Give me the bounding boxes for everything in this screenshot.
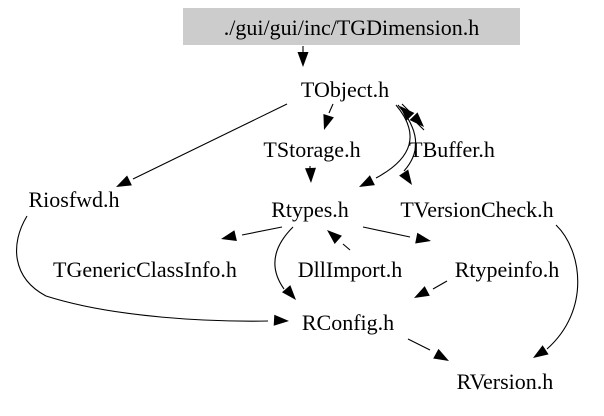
arrowhead-icon: [414, 286, 430, 298]
edge-riosfwd-h-to-rconfig-h: [16, 215, 289, 326]
node-label: Riosfwd.h: [28, 187, 119, 212]
edge-line: [416, 122, 425, 131]
node-rtypes-h[interactable]: Rtypes.h: [271, 197, 349, 222]
edge-line: [241, 226, 283, 236]
arrowhead-icon: [400, 106, 415, 121]
node-label: TObject.h: [301, 77, 389, 102]
edge-line: [407, 338, 431, 351]
node-dllimport-h[interactable]: DllImport.h: [298, 257, 403, 282]
edge-tobject-h-to-riosfwd-h: [116, 103, 288, 187]
edge-tbuffer-h-to-tobject-h: [400, 106, 425, 131]
node-label: TGenericClassInfo.h: [53, 257, 237, 282]
edge-rconfig-h-to-rversion-h: [407, 338, 449, 361]
edge-tobject-h-to-rtypes-h: [359, 104, 411, 187]
node-label: TStorage.h: [263, 137, 360, 162]
edge-tobject-h-to-tstorage-h: [323, 103, 334, 130]
arrowhead-icon: [533, 345, 549, 358]
node-label: RVersion.h: [457, 369, 554, 394]
edge-line: [362, 226, 411, 238]
current-file-highlight: [183, 8, 520, 45]
edge-rtypes-h-to-rconfig-h: [274, 226, 296, 300]
arrowhead-icon: [399, 169, 412, 185]
edge-rtypeinfo-h-to-rconfig-h: [414, 280, 448, 298]
node-tversioncheck-h[interactable]: TVersionCheck.h: [400, 197, 553, 222]
arrowhead-icon: [116, 175, 132, 187]
node-tstorage-h[interactable]: TStorage.h: [263, 137, 360, 162]
arrowhead-icon: [282, 285, 296, 300]
arrowhead-icon: [297, 52, 309, 67]
node-label: ./gui/gui/inc/TGDimension.h: [224, 15, 479, 40]
node-tgenericclassinfo-h[interactable]: TGenericClassInfo.h: [53, 257, 237, 282]
node-rtypeinfo-h[interactable]: Rtypeinfo.h: [455, 257, 560, 282]
arrowhead-icon: [359, 175, 375, 187]
edge-rtypes-h-to-rtypeinfo-h: [362, 226, 431, 244]
arrowhead-icon: [433, 348, 449, 361]
node-label: DllImport.h: [298, 257, 403, 282]
arrowhead-icon: [273, 314, 289, 326]
node-gui-gui-inc-tgdimension-h: ./gui/gui/inc/TGDimension.h: [183, 8, 520, 45]
edge-line: [546, 224, 579, 350]
arrowhead-icon: [409, 112, 424, 127]
edge-line: [342, 243, 351, 251]
edge-rtypes-h-to-tgenericclassinfo-h: [221, 226, 283, 241]
node-rconfig-h[interactable]: RConfig.h: [302, 310, 394, 335]
edge-dllimport-h-to-rtypes-h: [327, 230, 351, 251]
edge-line: [397, 104, 417, 172]
node-tobject-h[interactable]: TObject.h: [301, 77, 389, 102]
node-rversion-h[interactable]: RVersion.h: [457, 369, 554, 394]
edge-tstorage-h-to-rtypes-h: [305, 166, 316, 183]
arrowhead-icon: [415, 232, 431, 244]
node-tbuffer-h[interactable]: TBuffer.h: [409, 137, 495, 162]
arrowhead-icon: [221, 230, 237, 241]
node-label: RConfig.h: [302, 310, 394, 335]
arrowhead-icon: [323, 114, 334, 130]
arrowhead-icon: [305, 167, 316, 183]
arrowhead-icon: [327, 230, 342, 244]
node-label: Rtypes.h: [271, 197, 349, 222]
node-label: TBuffer.h: [409, 137, 495, 162]
node-riosfwd-h[interactable]: Riosfwd.h: [28, 187, 119, 212]
edge-line: [274, 226, 294, 290]
edge-line: [328, 103, 334, 114]
edge-line: [375, 104, 411, 179]
edge-line: [16, 215, 269, 322]
node-label: TVersionCheck.h: [400, 197, 553, 222]
edge-gui-gui-inc-tgdimension-h-to-tobject-h: [297, 46, 309, 67]
edge-tversioncheck-h-to-rversion-h: [533, 224, 579, 358]
edge-line: [132, 103, 288, 180]
node-label: Rtypeinfo.h: [455, 257, 560, 282]
edge-tobject-h-to-tversioncheck-h: [397, 104, 417, 185]
edge-line: [432, 280, 448, 290]
